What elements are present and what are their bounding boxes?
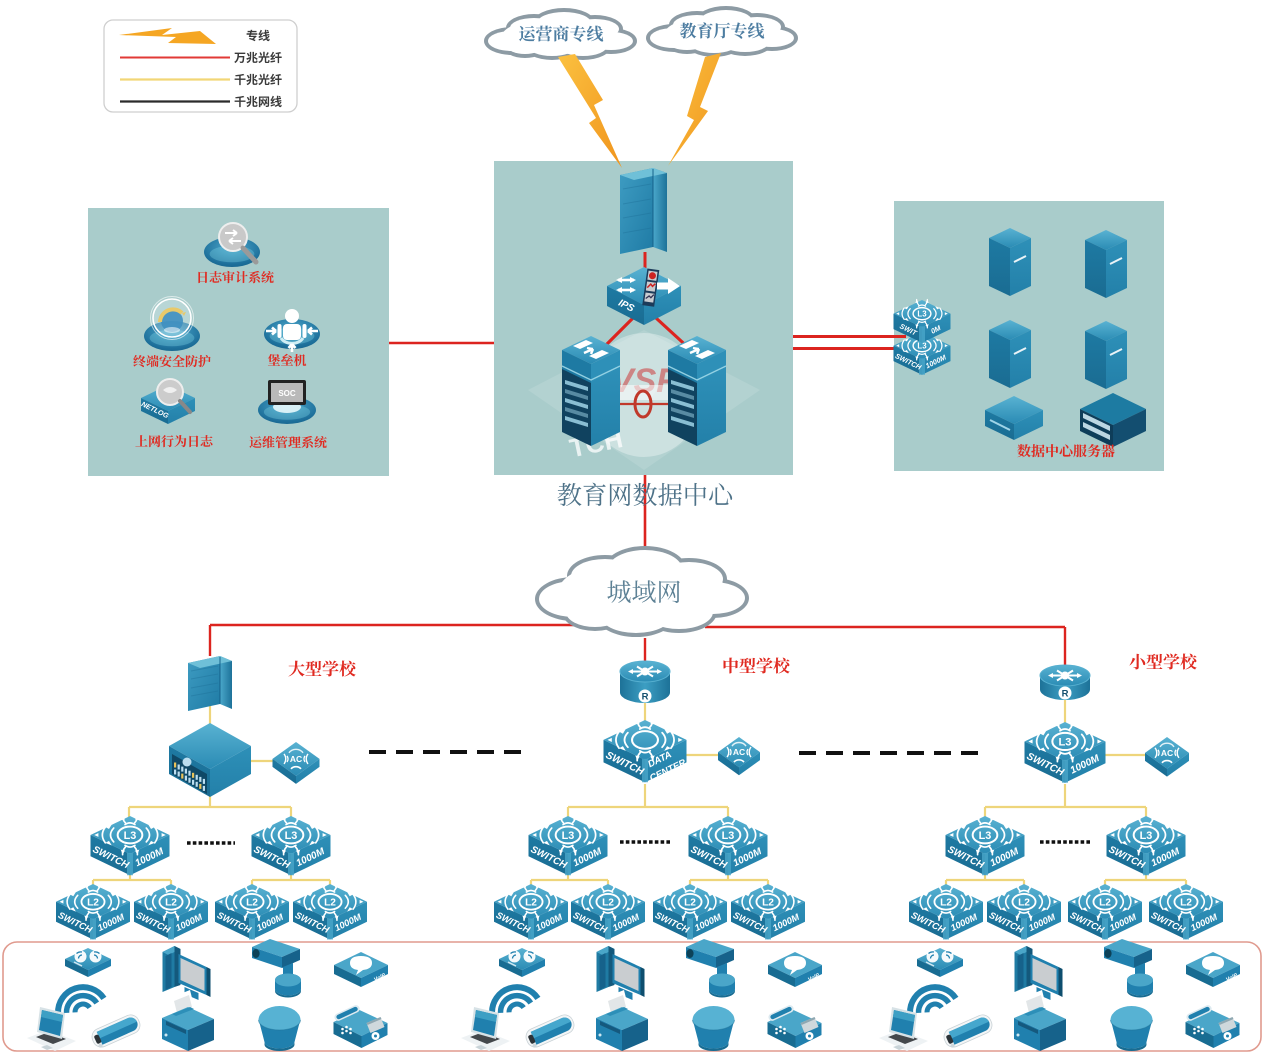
svg-text:L3: L3 [285, 830, 298, 842]
svg-text:L3: L3 [1059, 736, 1072, 748]
svg-text:L3: L3 [124, 830, 137, 842]
svg-text:SOC: SOC [278, 389, 296, 398]
svg-text:L3: L3 [979, 830, 992, 842]
svg-text:0M: 0M [930, 324, 943, 336]
svg-text:AC: AC [290, 754, 302, 764]
svg-text:L2: L2 [87, 897, 99, 908]
svg-text:L2: L2 [1180, 897, 1192, 908]
svg-text:AC: AC [1161, 748, 1173, 758]
svg-text:L2: L2 [602, 897, 614, 908]
svg-text:L2: L2 [324, 897, 336, 908]
svg-text:L3: L3 [1140, 830, 1153, 842]
svg-text:L2: L2 [940, 897, 952, 908]
svg-text:L2: L2 [165, 897, 177, 908]
svg-text:L2: L2 [1099, 897, 1111, 908]
svg-text:L2: L2 [246, 897, 258, 908]
svg-text:AC: AC [733, 747, 745, 757]
svg-text:R: R [642, 692, 649, 703]
svg-text:L3: L3 [562, 830, 575, 842]
svg-text:L3: L3 [722, 830, 735, 842]
svg-text:R: R [1062, 689, 1069, 700]
svg-text:L2: L2 [762, 897, 774, 908]
svg-text:L2: L2 [1018, 897, 1030, 908]
svg-text:L3: L3 [917, 342, 927, 351]
svg-text:L2: L2 [684, 897, 696, 908]
svg-text:L3: L3 [917, 310, 927, 319]
svg-text:L2: L2 [525, 897, 537, 908]
